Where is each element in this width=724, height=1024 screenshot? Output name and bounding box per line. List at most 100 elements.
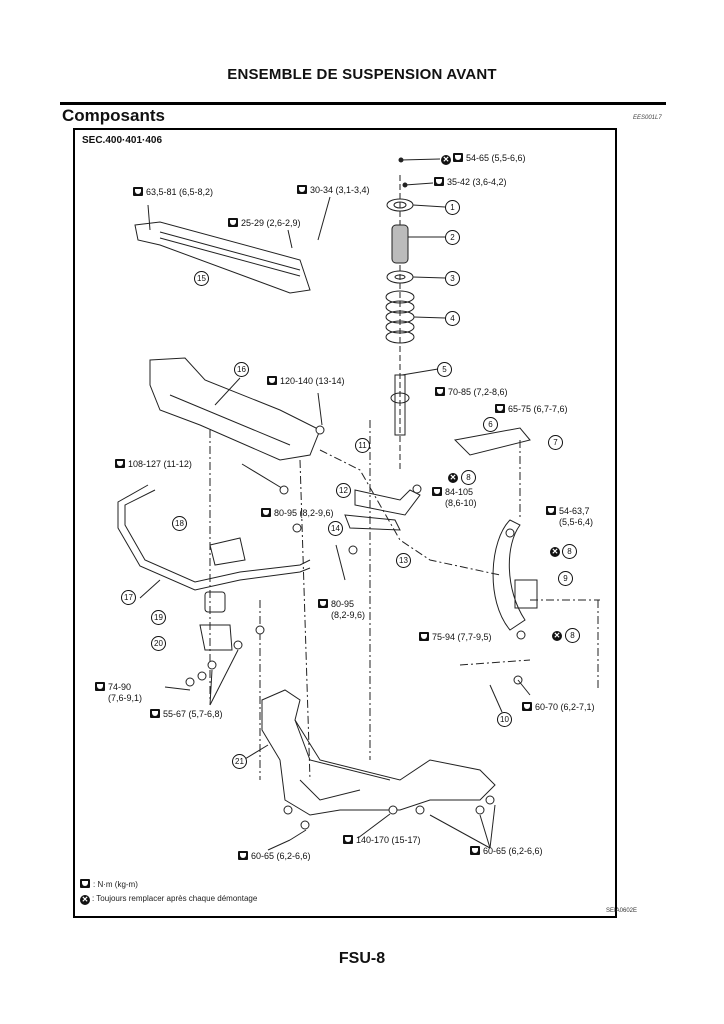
torque-label: 75-94 (7,7-9,5) [419, 632, 492, 643]
torque-value-kgm: (8,2-9,6) [331, 610, 366, 620]
replace-always-icon: ✕ [550, 547, 560, 557]
legend-replace: ✕: Toujours remplacer après chaque démon… [80, 894, 257, 905]
torque-wrench-icon [434, 177, 444, 186]
torque-label: 55-67 (5,7-6,8) [150, 709, 223, 720]
torque-wrench-icon [470, 846, 480, 855]
strut-leaders [400, 158, 446, 376]
part-number: 8 [461, 470, 476, 485]
torque-value: 25-29 (2,6-2,9) [241, 218, 301, 228]
torque-wrench-icon [150, 709, 160, 718]
torque-value: 60-70 (6,2-7,1) [535, 702, 595, 712]
title-rule [60, 102, 666, 105]
torque-wrench-icon [238, 851, 248, 860]
torque-value: 80-95 [331, 599, 355, 609]
torque-value: 63,5-81 (6,5-8,2) [146, 187, 214, 197]
torque-value: 54-65 (5,5-6,6) [466, 153, 526, 163]
torque-value-kgm: (8,6-10) [445, 498, 477, 508]
torque-wrench-icon [318, 599, 328, 608]
torque-wrench-icon [546, 506, 556, 515]
part-number: 11 [355, 438, 370, 453]
replace-marker: ✕ [552, 629, 564, 641]
page-title: ENSEMBLE DE SUSPENSION AVANT [227, 66, 497, 83]
section-code: EES001L7 [633, 115, 662, 121]
legend-torque: : N·m (kg-m) [80, 879, 138, 889]
part-number: 15 [194, 271, 209, 286]
torque-value: 30-34 (3,1-3,4) [310, 185, 370, 195]
part-number: 7 [548, 435, 563, 450]
part-number: 4 [445, 311, 460, 326]
torque-wrench-icon [80, 879, 90, 888]
strut-assembly [385, 157, 415, 470]
torque-label: 60-70 (6,2-7,1) [522, 702, 595, 713]
torque-wrench-icon [297, 185, 307, 194]
part-number: 19 [151, 610, 166, 625]
part-number: 20 [151, 636, 166, 651]
torque-value: 108-127 (11-12) [128, 459, 192, 469]
torque-label: 120-140 (13-14) [267, 376, 345, 387]
strut-tower-brace [134, 196, 331, 294]
part-number: 13 [396, 553, 411, 568]
subframe-bolts [185, 425, 526, 830]
torque-label: 80-95(8,2-9,6) [318, 599, 365, 621]
torque-label: 25-29 (2,6-2,9) [228, 218, 301, 229]
part-number: 3 [445, 271, 460, 286]
torque-value: 84-105 [445, 487, 474, 497]
torque-value: 140-170 (15-17) [356, 835, 421, 845]
torque-wrench-icon [522, 702, 532, 711]
torque-wrench-icon [343, 835, 353, 844]
bottom-leaders [164, 649, 531, 851]
part-number: 10 [497, 712, 512, 727]
torque-label: 84-105(8,6-10) [432, 487, 477, 509]
part-number: 9 [558, 571, 573, 586]
suspension-subframe [239, 689, 496, 816]
part-number: 12 [336, 483, 351, 498]
figure-code: SEIA0602E [606, 908, 638, 914]
diagram-frame [73, 128, 617, 918]
torque-value: 80-95 (8,2-9,6) [274, 508, 334, 518]
replace-always-icon: ✕ [552, 631, 562, 641]
torque-label: 63,5-81 (6,5-8,2) [133, 187, 213, 198]
torque-label: 70-85 (7,2-8,6) [435, 387, 508, 398]
torque-value: 120-140 (13-14) [280, 376, 345, 386]
torque-wrench-icon [115, 459, 125, 468]
torque-value: 70-85 (7,2-8,6) [448, 387, 508, 397]
section-heading: Composants [62, 106, 165, 125]
torque-value: 55-67 (5,7-6,8) [163, 709, 223, 719]
torque-value-kgm: (5,5-6,4) [559, 517, 594, 527]
section-reference: SEC.400·401·406 [82, 135, 163, 146]
torque-wrench-icon [419, 632, 429, 641]
part-number: 18 [172, 516, 187, 531]
torque-label: 60-65 (6,2-6,6) [470, 846, 543, 857]
torque-label: ✕ 54-65 (5,5-6,6) [441, 153, 526, 165]
torque-label: 54-63,7(5,5-6,4) [546, 506, 593, 528]
torque-value: 54-63,7 [559, 506, 590, 516]
torque-value: 75-94 (7,7-9,5) [432, 632, 492, 642]
torque-wrench-icon [435, 387, 445, 396]
part-number: 21 [232, 754, 247, 769]
part-number: 1 [445, 200, 460, 215]
steering-knuckle [492, 519, 538, 631]
part-number: 2 [445, 230, 460, 245]
guide-lines [209, 420, 600, 781]
stabilizer-bar [117, 484, 311, 599]
replace-marker: ✕ [448, 471, 460, 483]
torque-value: 35-42 (3,6-4,2) [447, 177, 507, 187]
replace-always-icon: ✕ [441, 155, 451, 165]
torque-value: 60-65 (6,2-6,6) [251, 851, 311, 861]
part-number: 6 [483, 417, 498, 432]
torque-label: 65-75 (6,7-7,6) [495, 404, 568, 415]
torque-label: 60-65 (6,2-6,6) [238, 851, 311, 862]
legend-torque-text: : N·m (kg-m) [93, 880, 138, 889]
torque-label: 35-42 (3,6-4,2) [434, 177, 507, 188]
torque-wrench-icon [261, 508, 271, 517]
replace-marker: ✕ [550, 545, 562, 557]
torque-label: 74-90(7,6-9,1) [95, 682, 142, 704]
torque-value: 74-90 [108, 682, 132, 692]
replace-always-icon: ✕ [448, 473, 458, 483]
replace-always-icon: ✕ [80, 895, 90, 905]
torque-value: 65-75 (6,7-7,6) [508, 404, 568, 414]
part-number: 14 [328, 521, 343, 536]
part-number: 8 [562, 544, 577, 559]
torque-value: 60-65 (6,2-6,6) [483, 846, 543, 856]
